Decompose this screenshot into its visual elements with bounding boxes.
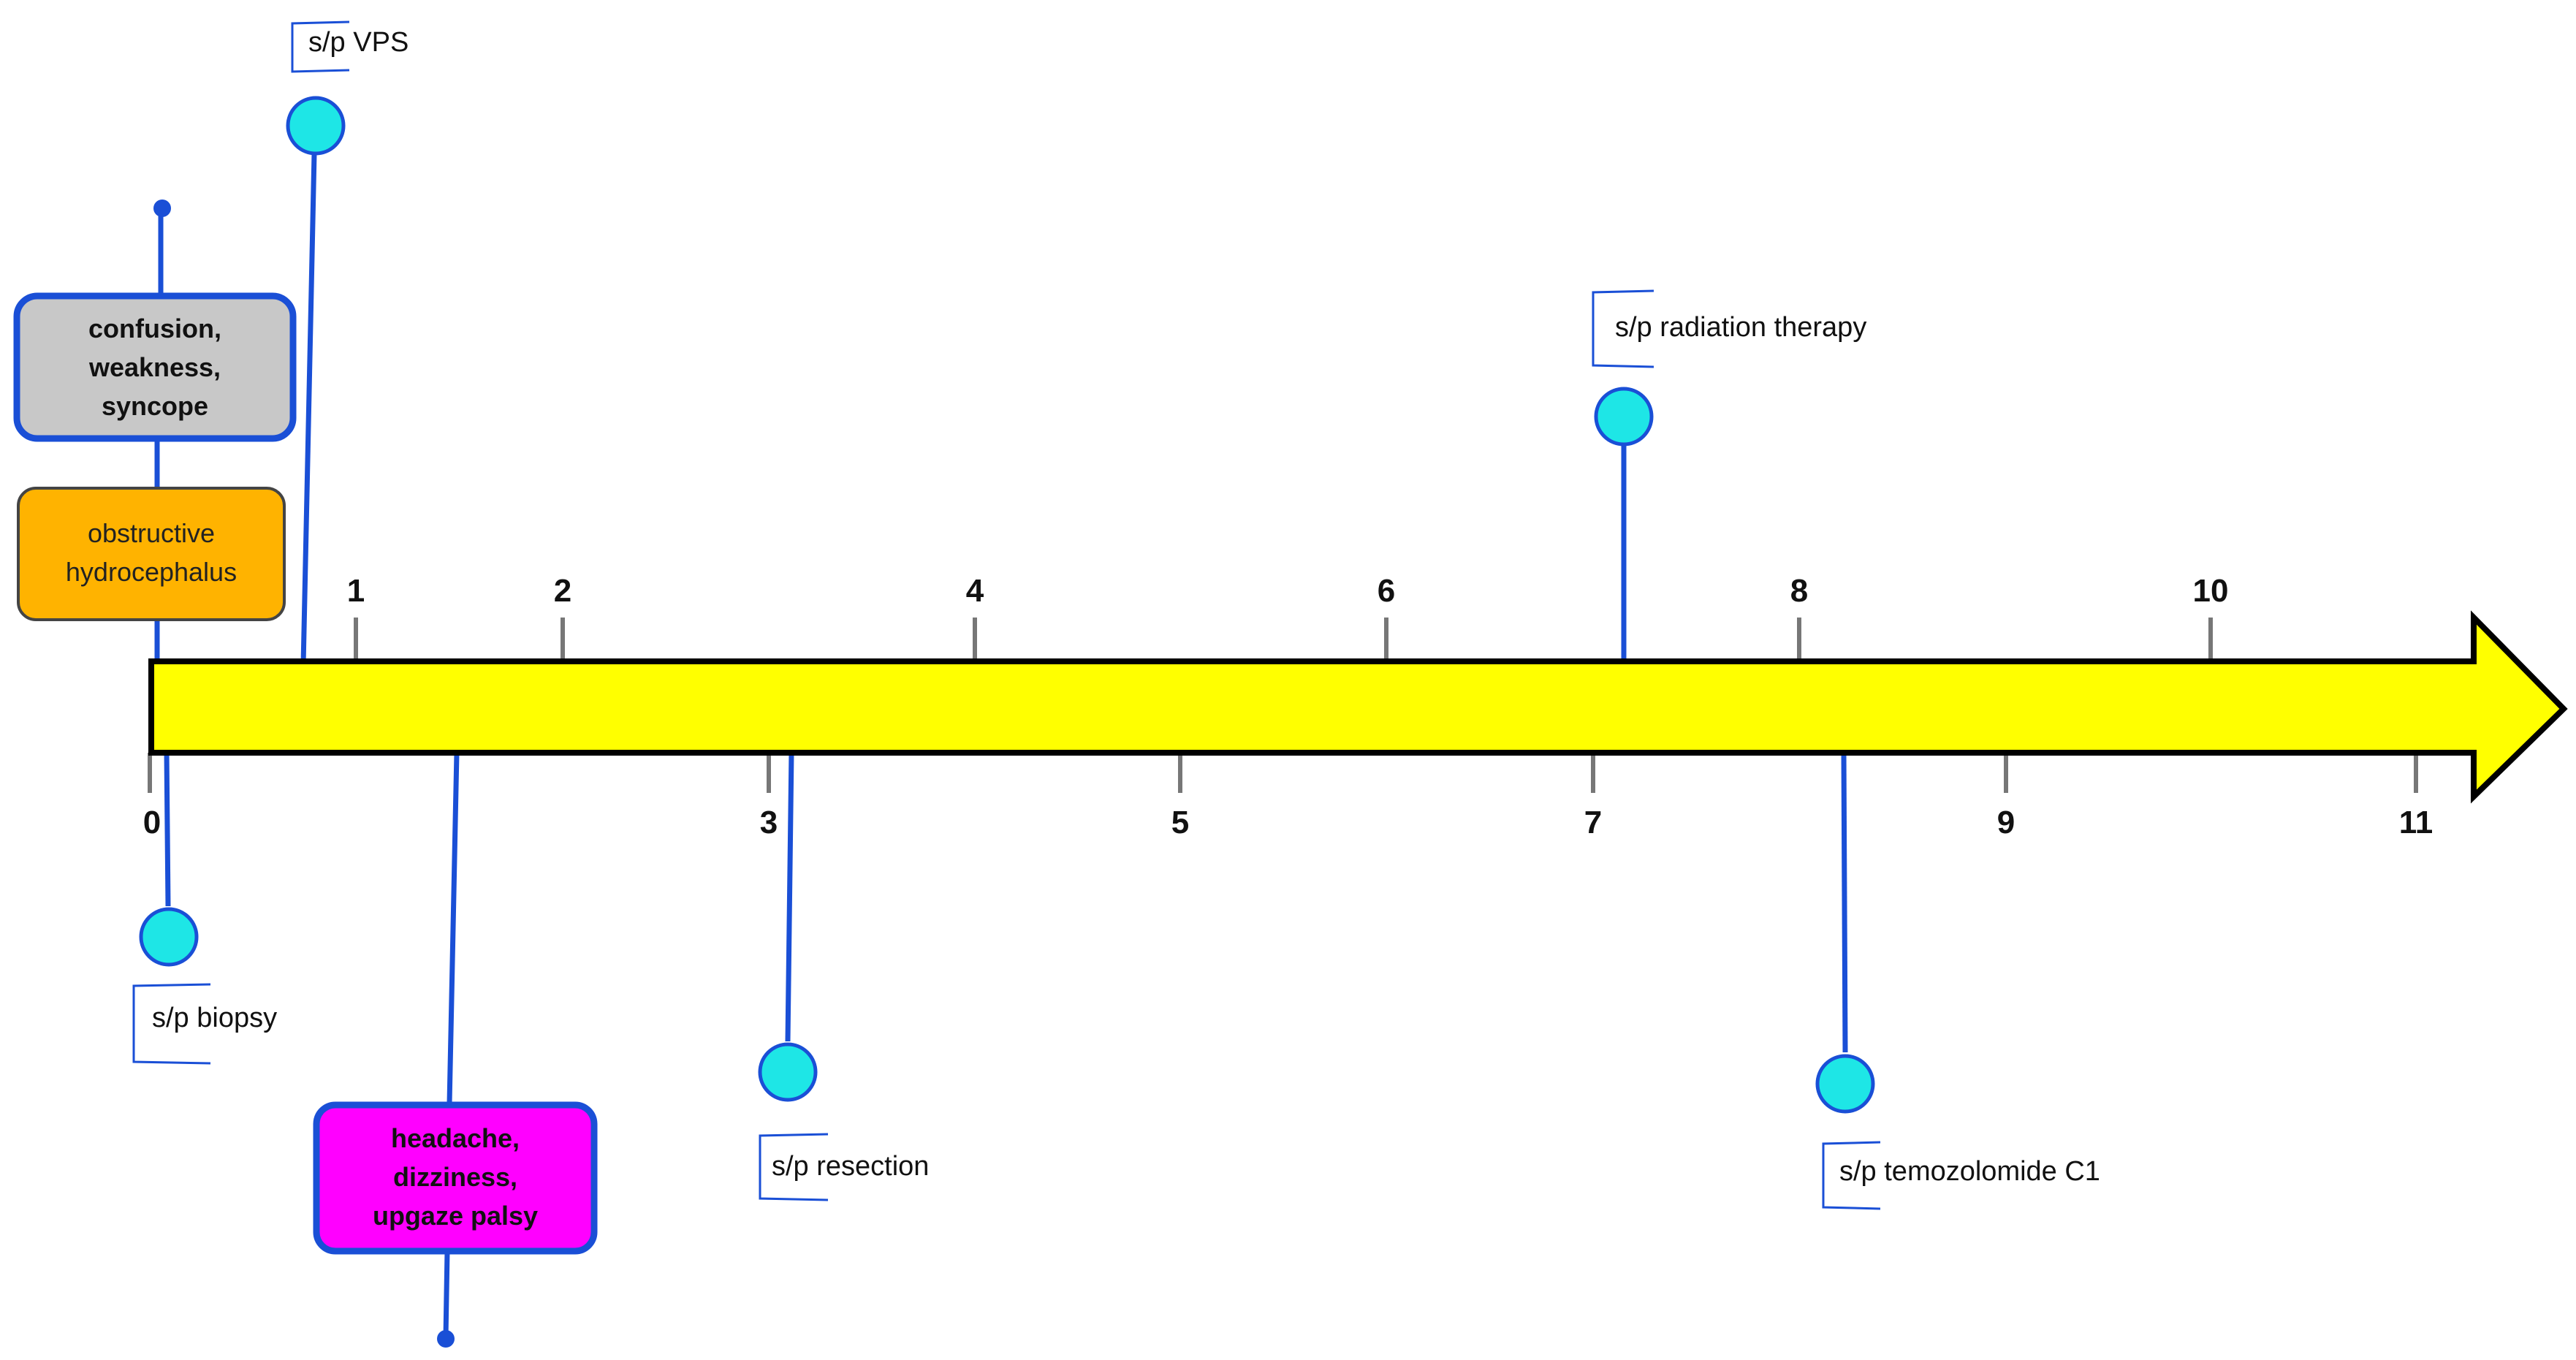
connector-biopsy bbox=[164, 752, 171, 907]
tick-label-7: 7 bbox=[1584, 805, 1602, 840]
tick-label-11: 11 bbox=[2399, 805, 2433, 840]
symptoms-box-2-line-3: upgaze palsy bbox=[373, 1201, 538, 1231]
label-vps: s/p VPS bbox=[308, 27, 409, 58]
end-dot-bottom bbox=[437, 1330, 455, 1348]
top-tick-marks bbox=[354, 618, 2213, 661]
tick-label-5: 5 bbox=[1171, 805, 1189, 840]
tick-label-9: 9 bbox=[1997, 805, 2015, 840]
tick-label-6: 6 bbox=[1378, 573, 1395, 609]
tick-label-4: 4 bbox=[966, 573, 984, 609]
callout-biopsy bbox=[132, 983, 211, 1065]
diagnosis-box-line-1: obstructive bbox=[88, 518, 215, 548]
timeline-arrow bbox=[148, 610, 2568, 804]
label-temozolomide: s/p temozolomide C1 bbox=[1839, 1156, 2100, 1187]
marker-radiation bbox=[1594, 387, 1654, 447]
bottom-tick-marks bbox=[148, 753, 2418, 793]
connector-symptoms-2 bbox=[447, 752, 460, 1104]
symptoms-box-2-line-2: dizziness, bbox=[393, 1162, 517, 1192]
callout-temozolomide bbox=[1822, 1141, 1881, 1210]
connectors bbox=[154, 153, 1848, 1338]
label-resection: s/p resection bbox=[772, 1151, 929, 1182]
callout-radiation bbox=[1592, 289, 1654, 368]
diagnosis-box-line-2: hydrocephalus bbox=[66, 557, 237, 587]
tick-label-2: 2 bbox=[554, 573, 571, 609]
callout-resection bbox=[759, 1133, 829, 1201]
connector-resection bbox=[785, 752, 794, 1042]
tick-label-0: 0 bbox=[143, 805, 161, 840]
symptoms-box-2 bbox=[313, 1101, 598, 1255]
label-radiation: s/p radiation therapy bbox=[1615, 312, 1866, 343]
marker-resection bbox=[758, 1042, 818, 1102]
diagnosis-box bbox=[17, 487, 286, 621]
connector-vps bbox=[300, 153, 317, 666]
callout-vps bbox=[291, 20, 350, 73]
marker-temozolomide bbox=[1815, 1054, 1875, 1114]
symptoms-box-1-line-1: confusion, bbox=[88, 314, 221, 343]
tick-label-3: 3 bbox=[760, 805, 778, 840]
callout-brackets bbox=[132, 20, 1881, 1210]
symptoms-box-1-line-3: syncope bbox=[102, 391, 208, 421]
marker-biopsy bbox=[139, 907, 199, 967]
tick-label-8: 8 bbox=[1790, 573, 1808, 609]
symptoms-box-1 bbox=[13, 292, 297, 442]
end-dot-top bbox=[153, 200, 171, 217]
event-markers bbox=[139, 96, 1875, 1114]
label-biopsy: s/p biopsy bbox=[152, 1003, 277, 1033]
tick-label-10: 10 bbox=[2193, 573, 2229, 609]
symptoms-box-2-line-1: headache, bbox=[391, 1123, 520, 1153]
symptoms-box-1-line-2: weakness, bbox=[88, 352, 221, 382]
connector-temozolomide bbox=[1841, 752, 1848, 1053]
marker-vps bbox=[286, 96, 346, 156]
connector-symptoms-2-lower bbox=[443, 1250, 450, 1338]
tick-label-1: 1 bbox=[347, 573, 365, 609]
